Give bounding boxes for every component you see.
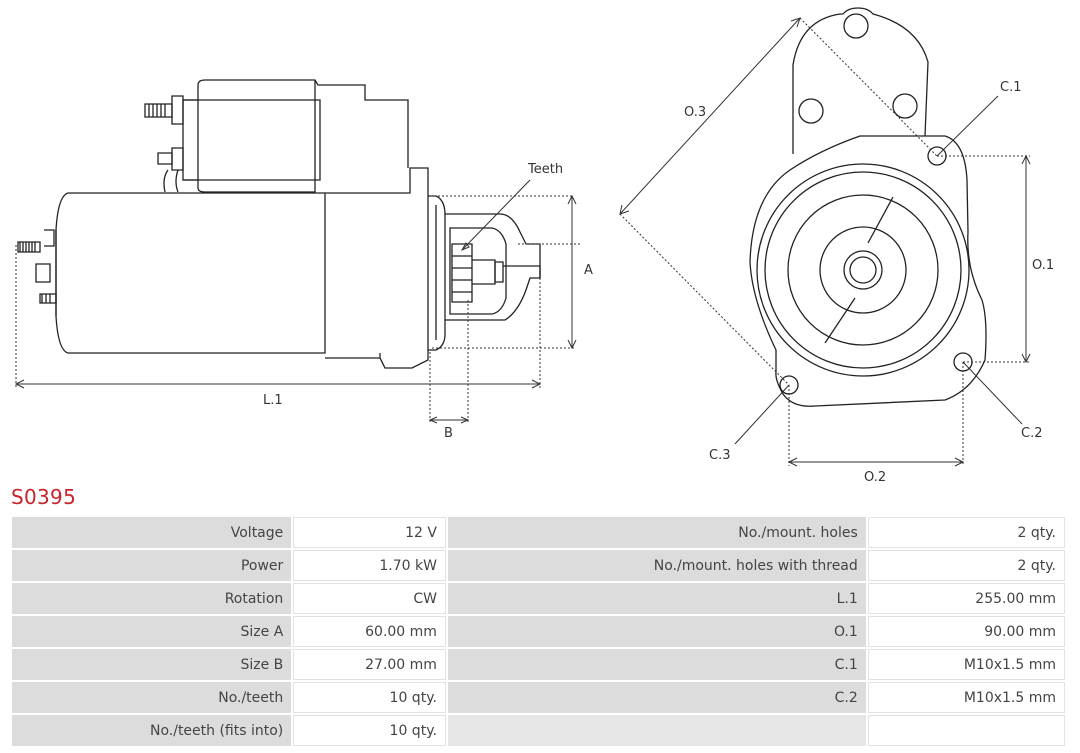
spec-value: M10x1.5 mm — [867, 649, 1065, 680]
spec-value — [867, 715, 1065, 746]
spec-label: No./mount. holes with thread — [447, 550, 866, 581]
spec-label: Size A — [12, 616, 292, 647]
spec-label: O.1 — [447, 616, 866, 647]
spec-label: L.1 — [447, 583, 866, 614]
spec-label: No./teeth — [12, 682, 292, 713]
technical-drawing: Teeth A L.1 B — [14, 7, 1054, 485]
spec-value: 27.00 mm — [293, 649, 446, 680]
spec-value: 10 qty. — [293, 682, 446, 713]
spec-value: 12 V — [293, 517, 446, 548]
spec-label: Power — [12, 550, 292, 581]
spec-value: CW — [293, 583, 446, 614]
spec-value: 2 qty. — [867, 517, 1065, 548]
table-row: Power 1.70 kW No./mount. holes with thre… — [12, 550, 1065, 581]
spec-label: No./mount. holes — [447, 517, 866, 548]
table-row: Size A 60.00 mm O.1 90.00 mm — [12, 616, 1065, 647]
label-o1: O.1 — [1032, 258, 1054, 273]
spec-value: 255.00 mm — [867, 583, 1065, 614]
label-c3: C.3 — [709, 448, 730, 463]
spec-value: 90.00 mm — [867, 616, 1065, 647]
label-a: A — [584, 263, 593, 278]
starter-side-view: Teeth A L.1 B — [14, 79, 593, 441]
table-row: Voltage 12 V No./mount. holes 2 qty. — [12, 517, 1065, 548]
spec-label: No./teeth (fits into) — [12, 715, 292, 746]
label-c2: C.2 — [1021, 426, 1042, 441]
table-row: No./teeth 10 qty. C.2 M10x1.5 mm — [12, 682, 1065, 713]
table-row: No./teeth (fits into) 10 qty. — [12, 715, 1065, 746]
table-row: Rotation CW L.1 255.00 mm — [12, 583, 1065, 614]
spec-label: Rotation — [12, 583, 292, 614]
spec-label: Size B — [12, 649, 292, 680]
spec-value: 60.00 mm — [293, 616, 446, 647]
spec-table: Voltage 12 V No./mount. holes 2 qty. Pow… — [10, 515, 1067, 748]
table-row: Size B 27.00 mm C.1 M10x1.5 mm — [12, 649, 1065, 680]
spec-label: Voltage — [12, 517, 292, 548]
product-code: S0395 — [11, 485, 77, 509]
spec-label: C.2 — [447, 682, 866, 713]
label-l1: L.1 — [263, 393, 283, 408]
spec-value: 10 qty. — [293, 715, 446, 746]
label-o3: O.3 — [684, 105, 706, 120]
label-teeth: Teeth — [527, 162, 563, 177]
spec-label — [447, 715, 866, 746]
spec-value: 2 qty. — [867, 550, 1065, 581]
label-c1: C.1 — [1000, 80, 1021, 95]
spec-label: C.1 — [447, 649, 866, 680]
label-b: B — [444, 426, 453, 441]
spec-value: 1.70 kW — [293, 550, 446, 581]
starter-front-view: O.3 C.1 O.1 C.2 C.3 O.2 — [619, 7, 1054, 485]
label-o2: O.2 — [864, 470, 886, 485]
spec-value: M10x1.5 mm — [867, 682, 1065, 713]
